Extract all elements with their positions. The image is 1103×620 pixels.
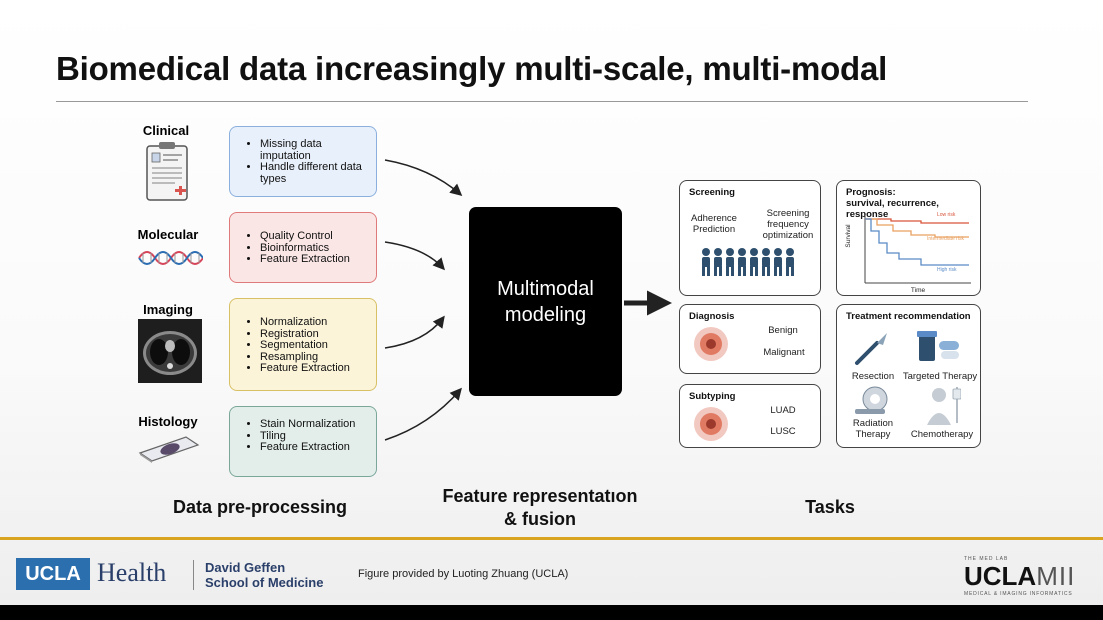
slide-title: Biomedical data increasingly multi-scale…: [56, 50, 888, 87]
slide: Biomedical data increasingly multi-scale…: [0, 0, 1103, 605]
modality-label-histology: Histology: [138, 414, 198, 429]
legend-high-risk: High risk: [937, 267, 957, 273]
health-logo-text: Health: [97, 558, 167, 587]
legend-low-risk: Low risk: [937, 212, 956, 218]
multimodal-label-line2: modeling: [504, 303, 587, 326]
mii-main: UCLAMII: [964, 562, 1075, 590]
bullet-item: Stain Normalization: [260, 418, 370, 431]
modality-label-clinical: Clinical: [142, 123, 190, 138]
video-bottom-bar: [0, 605, 1103, 620]
task-title-treatment: Treatment recommendation: [846, 311, 971, 322]
bullet-item: Feature Extraction: [260, 253, 370, 266]
dna-icon: [138, 251, 203, 265]
modality-label-molecular: Molecular: [137, 227, 199, 242]
multimodal-modeling-box: Multimodal modeling: [469, 207, 622, 396]
task-box-prognosis: Prognosis: survival, recurrence, respons…: [836, 180, 981, 296]
radiation-machine-icon: [855, 386, 888, 414]
scalpel-icon: [855, 333, 887, 365]
bullet-item: Handle different data types: [260, 161, 370, 185]
preprocess-box-histology: Stain Normalization Tiling Feature Extra…: [229, 406, 377, 477]
cell-icon: [694, 327, 728, 361]
ucla-mii-logo: THE MED LAB UCLAMII MEDICAL & IMAGING IN…: [962, 556, 1092, 600]
treatment-item-radiation: Radiation Therapy: [843, 418, 903, 440]
bullet-item: Resampling: [260, 351, 370, 364]
survival-curve-chart: [864, 215, 971, 284]
treatment-item-chemotherapy: Chemotherapy: [910, 429, 974, 440]
fusion-label-line2: & fusion: [504, 509, 576, 529]
treatment-item-targeted: Targeted Therapy: [902, 371, 978, 382]
column-label-tasks: Tasks: [805, 497, 855, 517]
patient-iv-icon: [927, 387, 961, 425]
task-item-screening-frequency: Screening frequency optimization: [762, 208, 814, 241]
arrow-clinical: [384, 159, 463, 196]
bullet-item: Registration: [260, 328, 370, 341]
task-box-screening: Screening Adherence Prediction Screening…: [679, 180, 821, 296]
survival-xlabel: Time: [910, 287, 926, 294]
school-name: David Geffen School of Medicine: [205, 560, 323, 590]
mii-top-text: THE MED LAB: [964, 556, 1009, 562]
mii-sub-text: MEDICAL & IMAGING INFORMATICS: [964, 591, 1073, 597]
bullet-item: Tiling: [260, 430, 370, 443]
task-title-diagnosis: Diagnosis: [689, 311, 735, 322]
bullet-item: Normalization: [260, 316, 370, 329]
ct-scan-icon: [138, 319, 202, 383]
clipboard-icon: [146, 142, 188, 201]
task-box-treatment: Treatment recommendation Resection Targe…: [836, 304, 981, 448]
bullet-item: Feature Extraction: [260, 441, 370, 454]
school-line1: David Geffen: [205, 560, 286, 575]
preprocess-box-molecular: Quality Control Bioinformatics Feature E…: [229, 212, 377, 283]
population-icon: [702, 248, 794, 276]
task-item-adherence: Adherence Prediction: [691, 213, 737, 235]
task-item-lusc: LUSC: [770, 426, 796, 437]
school-line2: School of Medicine: [205, 575, 324, 590]
task-item-luad: LUAD: [770, 405, 796, 416]
prognosis-title-line2: survival, recurrence, response: [846, 198, 939, 220]
treatment-radiation-line2: Therapy: [855, 429, 891, 440]
bullet-item: Bioinformatics: [260, 242, 370, 255]
footer-divider: [0, 537, 1103, 540]
histology-slide-icon: [138, 436, 200, 463]
column-label-preprocessing: Data pre-processing: [172, 497, 348, 517]
fusion-label-line1: Feature representatıon: [442, 486, 638, 506]
arrow-molecular: [384, 241, 446, 271]
treatment-item-resection: Resection: [851, 371, 895, 382]
bullet-item: Missing data imputation: [260, 138, 370, 162]
survival-ylabel: Survival: [845, 224, 852, 248]
arrow-histology: [384, 387, 462, 441]
modality-label-imaging: Imaging: [143, 302, 193, 317]
ucla-logo-block: UCLA: [16, 558, 90, 590]
treatment-radiation-line1: Radiation: [852, 418, 894, 429]
task-box-diagnosis: Diagnosis Benign Malignant: [679, 304, 821, 374]
preprocess-box-imaging: Normalization Registration Segmentation …: [229, 298, 377, 391]
task-title-prognosis: Prognosis: survival, recurrence, respons…: [846, 187, 980, 220]
task-title-screening: Screening: [689, 187, 735, 198]
mii-ucla-text: UCLA: [964, 561, 1037, 591]
bullet-item: Feature Extraction: [260, 362, 370, 375]
legend-intermediate-risk: Intermediate risk: [927, 236, 964, 242]
footer-logo-divider: [193, 560, 194, 590]
cell-icon: [694, 407, 728, 441]
prognosis-title-line1: Prognosis:: [846, 187, 896, 198]
figure-credit: Figure provided by Luoting Zhuang (UCLA): [358, 568, 569, 580]
mii-text: MII: [1036, 561, 1076, 591]
pills-icon: [917, 331, 959, 361]
title-divider: [56, 101, 1028, 102]
preprocess-box-clinical: Missing data imputation Handle different…: [229, 126, 377, 197]
arrow-imaging: [384, 315, 445, 349]
task-item-benign: Benign: [768, 325, 798, 336]
task-title-subtyping: Subtyping: [689, 391, 736, 402]
flow-arrows: [384, 159, 672, 441]
task-item-malignant: Malignant: [763, 347, 805, 358]
column-label-fusion: Feature representatıon & fusion: [400, 485, 680, 531]
bullet-item: Quality Control: [260, 230, 370, 243]
bullet-item: Segmentation: [260, 339, 370, 352]
multimodal-label-line1: Multimodal: [497, 277, 594, 300]
task-box-subtyping: Subtyping LUAD LUSC: [679, 384, 821, 448]
